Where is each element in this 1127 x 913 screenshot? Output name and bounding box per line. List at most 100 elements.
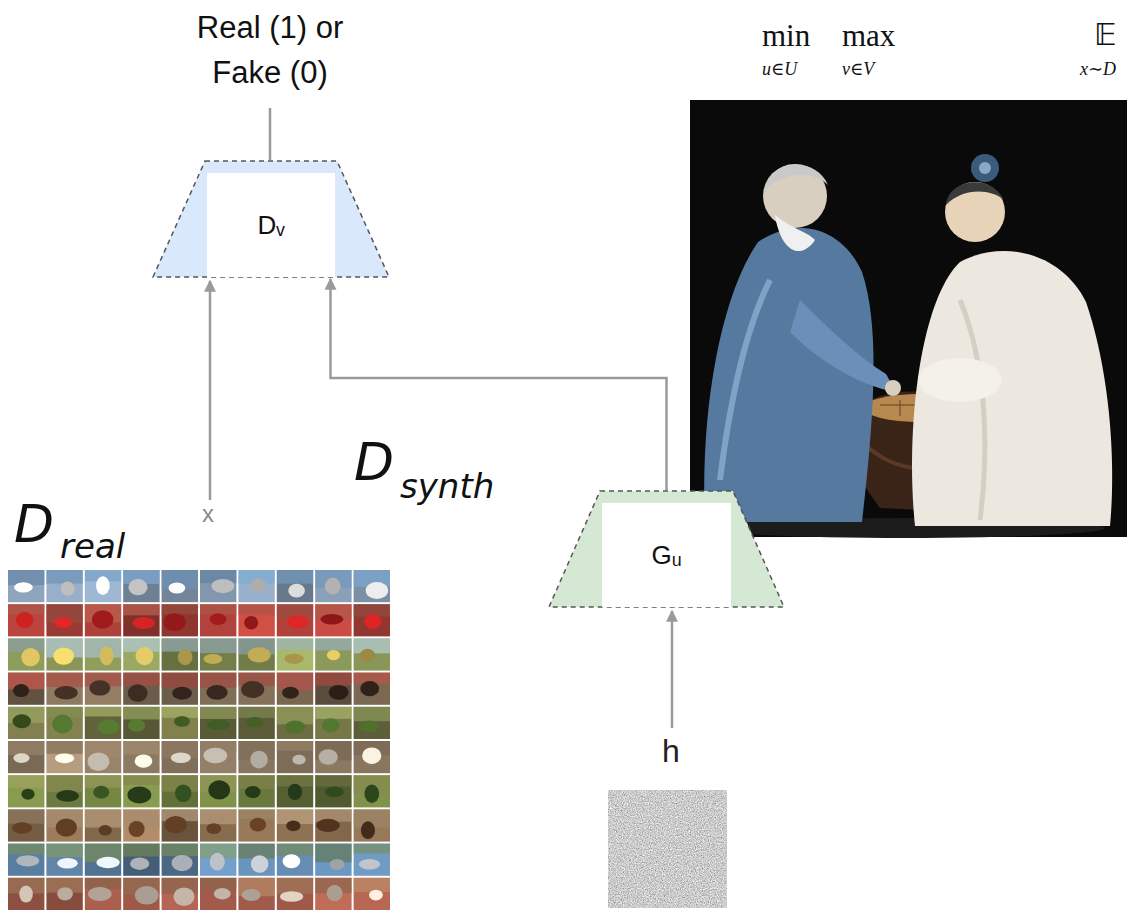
image-tile [200,878,236,910]
image-tile-object [321,614,344,624]
image-tile-sky [162,844,198,857]
image-tile [354,741,390,773]
output-label: Real (1) or Fake (0) [170,6,370,96]
image-tile [354,570,390,602]
image-tile-object [175,785,191,802]
image-tile-object [128,579,147,595]
image-tile-object [172,855,193,871]
image-tile-object [127,787,151,804]
image-tile [354,775,390,807]
image-tile-sky [123,673,159,686]
formula-subscript: x∼D [1080,58,1116,80]
image-tile-object [57,887,73,900]
image-tile [123,844,159,876]
image-tile [46,638,82,670]
image-tile-object [250,818,266,832]
image-tile [354,604,390,636]
image-tile [277,775,313,807]
image-tile-sky [277,844,313,856]
image-tile [238,707,274,739]
image-tile-object [316,819,339,832]
image-tile-object [14,582,33,592]
image-tile [46,673,82,705]
image-tile-object [329,685,349,700]
image-tile-object [19,886,33,903]
image-tile [85,570,121,602]
image-tile [46,604,82,636]
image-tile-sky [238,604,274,615]
image-tile [315,878,351,910]
image-tile-sky [123,707,159,720]
image-tile [85,638,121,670]
image-tile [315,673,351,705]
image-tile [200,741,236,773]
image-tile [162,570,198,602]
image-tile-object [241,681,264,698]
image-tile-sky [315,775,351,786]
noise-image [608,790,727,908]
image-tile-object [13,684,29,697]
image-tile-object [327,885,343,901]
image-tile [200,809,236,841]
image-tile-object [21,648,40,666]
image-tile [277,570,313,602]
image-tile-object [89,680,110,695]
image-tile-object [284,653,303,663]
image-tile-object [171,752,191,763]
image-tile-sky [315,673,351,686]
image-tile-sky [315,638,351,650]
image-tile-object [16,612,33,628]
image-tile [8,707,44,739]
image-tile [238,570,274,602]
image-tile-object [359,859,380,870]
image-tile-object [169,582,186,593]
image-tile [46,775,82,807]
image-tile [8,638,44,670]
image-tile-object [88,887,112,901]
image-tile [238,638,274,670]
image-tile-sky [123,604,159,615]
image-tile [315,809,351,841]
image-tile [200,844,236,876]
image-tile [162,809,198,841]
formula-subscript: v∈V [842,58,874,80]
noise-label: h [662,733,680,770]
image-tile [354,809,390,841]
image-tile-object [358,721,379,733]
image-tile-object [55,753,74,763]
image-tile [46,844,82,876]
image-tile-sky [200,604,236,614]
image-tile [46,809,82,841]
image-tile-sky [354,844,390,854]
image-tile [162,604,198,636]
image-tile [315,775,351,807]
image-tile-object [135,886,159,905]
image-tile-object [99,825,112,836]
image-tile [123,604,159,636]
image-tile-object [54,686,77,699]
image-tile [162,775,198,807]
image-tile [277,638,313,670]
image-tile [162,673,198,705]
image-tile [315,844,351,876]
image-tile [85,844,121,876]
image-tile [315,604,351,636]
image-tile-sky [238,707,274,718]
image-tile [200,673,236,705]
image-tile [85,741,121,773]
image-tile-object [21,789,34,800]
image-tile [315,707,351,739]
image-tile [8,809,44,841]
image-tile-object [206,823,221,834]
formula-operator: max [842,18,895,54]
image-tile-object [250,751,267,769]
image-tile-object [208,780,230,799]
image-tile [85,707,121,739]
image-tile [123,878,159,910]
image-tile [238,844,274,876]
image-tile-object [172,687,192,700]
image-tile-object [207,719,230,730]
formula-operator: min [762,18,810,54]
